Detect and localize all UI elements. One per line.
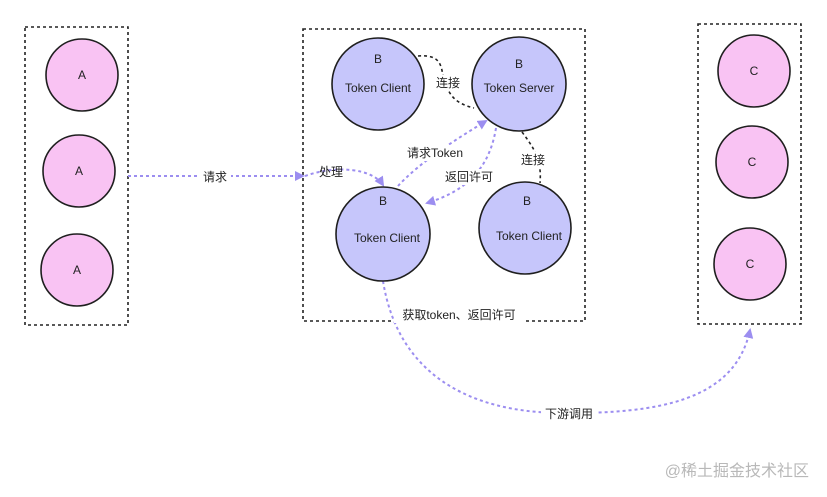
- handle-label: 处理: [319, 165, 343, 179]
- group-c-box: [697, 23, 802, 325]
- connect-right-line: [521, 131, 542, 184]
- request-token-arrow: [397, 119, 488, 187]
- node-b-client-right: [478, 181, 572, 275]
- node-a2-label: A: [75, 164, 83, 178]
- node-a3: [40, 233, 114, 307]
- request-label: 请求: [203, 170, 227, 184]
- node-c2-label: C: [748, 155, 757, 169]
- node-b-client-top-line2: Token Client: [345, 81, 412, 95]
- return-permit-arrow: [425, 127, 497, 206]
- node-a1: [45, 38, 119, 112]
- node-b-server-line2: Token Server: [484, 81, 555, 95]
- get-token-label-bg: [394, 307, 524, 323]
- request-label-bg: [199, 169, 231, 184]
- node-b-client-top: [331, 37, 425, 131]
- return-permit-label-bg: [442, 169, 496, 185]
- node-c3-label: C: [746, 257, 755, 271]
- get-token-label: 获取token、返回许可: [402, 308, 515, 322]
- request-token-label: 请求Token: [407, 146, 463, 160]
- node-a2: [42, 134, 116, 208]
- node-b-client-right-line2: Token Client: [496, 229, 563, 243]
- node-b-client-mid-line2: Token Client: [354, 231, 421, 245]
- connect-right-label-bg: [517, 152, 549, 168]
- downstream-arrow: [382, 280, 754, 415]
- handle-arrow: [304, 168, 385, 187]
- connect-right-label: 连接: [521, 152, 545, 167]
- connect-top-label-bg: [432, 75, 464, 91]
- node-b-server-line1: B: [515, 57, 523, 71]
- node-b-client-top-line1: B: [374, 52, 382, 66]
- downstream-label: 下游调用: [545, 407, 593, 421]
- downstream-label-bg: [541, 406, 597, 422]
- node-b-client-right-line1: B: [523, 194, 531, 208]
- node-b-client-mid-line1: B: [379, 194, 387, 208]
- request-token-label-bg: [402, 145, 468, 161]
- node-b-server: [471, 36, 567, 132]
- node-a3-label: A: [73, 263, 81, 277]
- node-c3: [713, 227, 787, 301]
- node-b-client-mid: [335, 186, 431, 282]
- node-a1-label: A: [78, 68, 86, 82]
- connect-top-label: 连接: [436, 75, 460, 90]
- watermark: @稀土掘金技术社区: [665, 462, 809, 480]
- return-permit-label: 返回许可: [445, 170, 493, 184]
- node-c1-label: C: [750, 64, 759, 78]
- node-c1: [717, 34, 791, 108]
- node-c2: [715, 125, 789, 199]
